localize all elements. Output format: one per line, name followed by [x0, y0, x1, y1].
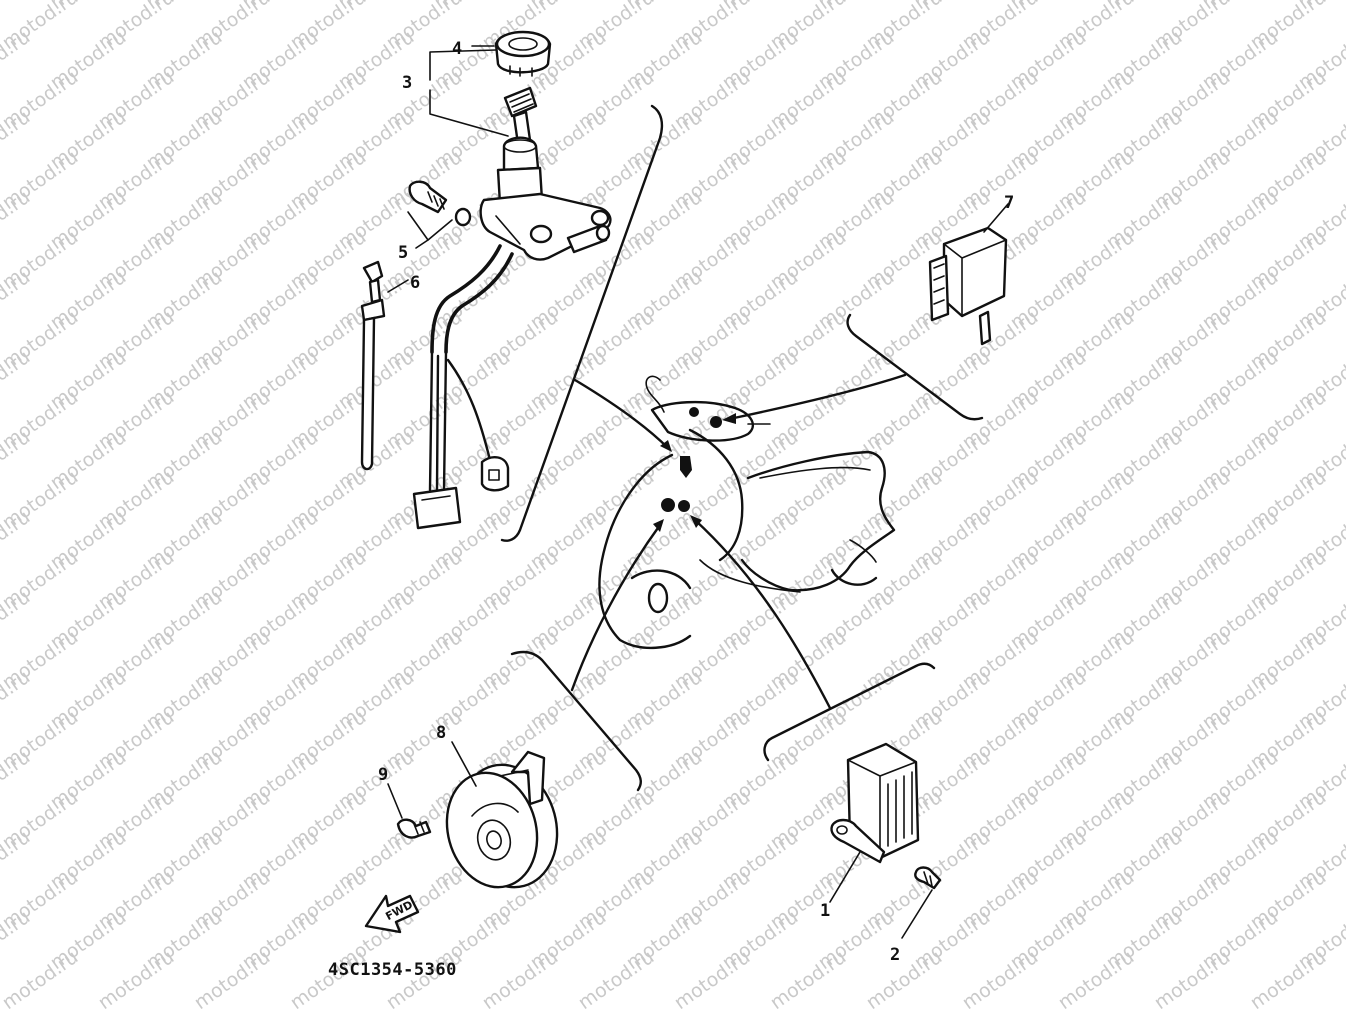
horn-part-8 [445, 741, 559, 889]
watermark-text: motod.ru [1246, 946, 1330, 1010]
main-switch-assembly [360, 30, 612, 530]
callout-6: 6 [410, 273, 420, 293]
watermark-text: motod.ru [958, 946, 1042, 1010]
callout-4: 4 [452, 39, 462, 59]
watermark-text: motod.ru [478, 946, 562, 1010]
switch-body [479, 136, 612, 261]
callout-3: 3 [402, 73, 412, 93]
relay-part-7 [928, 203, 1009, 346]
watermark-text: motod.ru [190, 946, 274, 1010]
callout-5: 5 [398, 243, 408, 263]
cable-tie [360, 260, 386, 471]
watermark-text: motod.ru [0, 946, 82, 1010]
scooter-illustration [570, 373, 907, 710]
ignition-key [503, 86, 538, 146]
watermark-text: motod.ru [862, 946, 946, 1010]
watermark-text: motod.ru [766, 946, 850, 1010]
watermark-text: motod.ru [1150, 946, 1234, 1010]
callout-8: 8 [436, 723, 446, 743]
watermark-text: motod.ru [574, 946, 658, 1010]
bolt-and-washer [408, 180, 472, 227]
watermark-text: motod.ru [670, 946, 754, 1010]
callout-9: 9 [378, 765, 388, 785]
callout-2: 2 [890, 945, 900, 965]
callout-7: 7 [1004, 193, 1014, 213]
watermark-text: motod.ru [94, 946, 178, 1010]
watermark-text: motod.ru [0, 0, 34, 14]
callout-labels: 1 2 3 4 5 6 7 8 9 [378, 39, 1014, 965]
flasher-relay-part-1 [829, 742, 920, 903]
part-code-label: 4SC1354-5360 [328, 960, 457, 980]
switch-harness [412, 244, 514, 530]
group-brackets [500, 104, 984, 792]
watermark-text: motod.ru [1054, 946, 1138, 1010]
switch-cap [494, 30, 552, 77]
bolt-part-9 [387, 783, 432, 839]
callout-1: 1 [820, 901, 830, 921]
screw-part-2 [901, 866, 942, 939]
